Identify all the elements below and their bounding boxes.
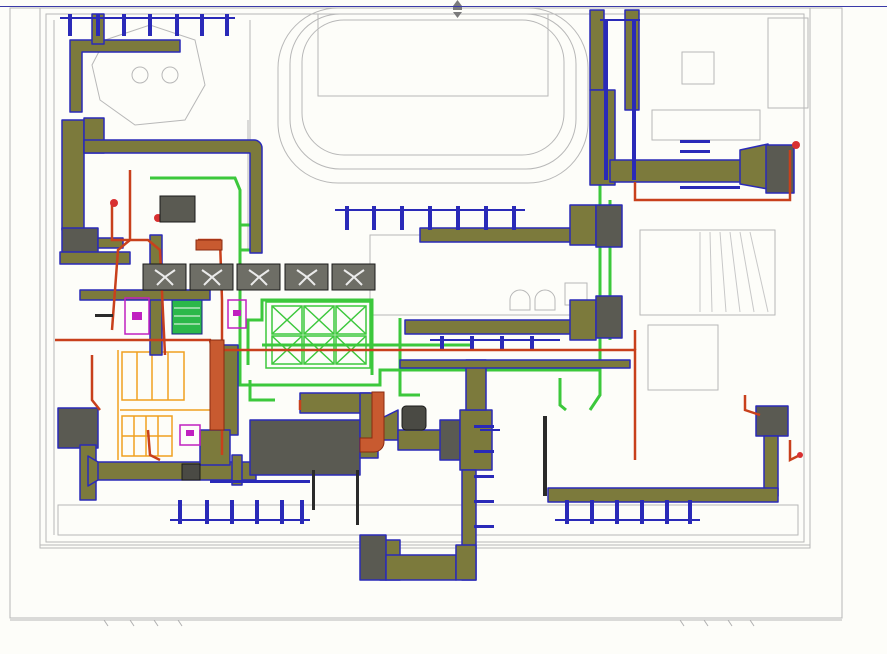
orange-equipment-frames[interactable] [117, 350, 210, 460]
diffuser-tees[interactable] [68, 14, 740, 528]
pump-unit-green[interactable] [171, 299, 203, 335]
chiller-grid-icon[interactable] [265, 301, 371, 369]
magenta-control-boxes[interactable] [124, 297, 247, 446]
architecture-linework [9, 7, 843, 621]
viewport-top-border [0, 6, 887, 7]
structural-bars [95, 314, 547, 525]
slider-handle-icon[interactable] [452, 0, 463, 18]
fan-blade-icon [154, 269, 365, 286]
pump-unit-center [401, 405, 427, 431]
air-handling-equipment[interactable] [159, 195, 427, 481]
ahu-unit-top-left [159, 195, 196, 223]
skylight-outline [91, 24, 206, 126]
heating-elbow-ducts[interactable] [195, 239, 385, 453]
rooftop-fan-row[interactable] [142, 263, 376, 291]
atrium-outline [277, 7, 589, 184]
staircase-outline [639, 229, 776, 316]
grid-tick-marks [103, 619, 755, 627]
